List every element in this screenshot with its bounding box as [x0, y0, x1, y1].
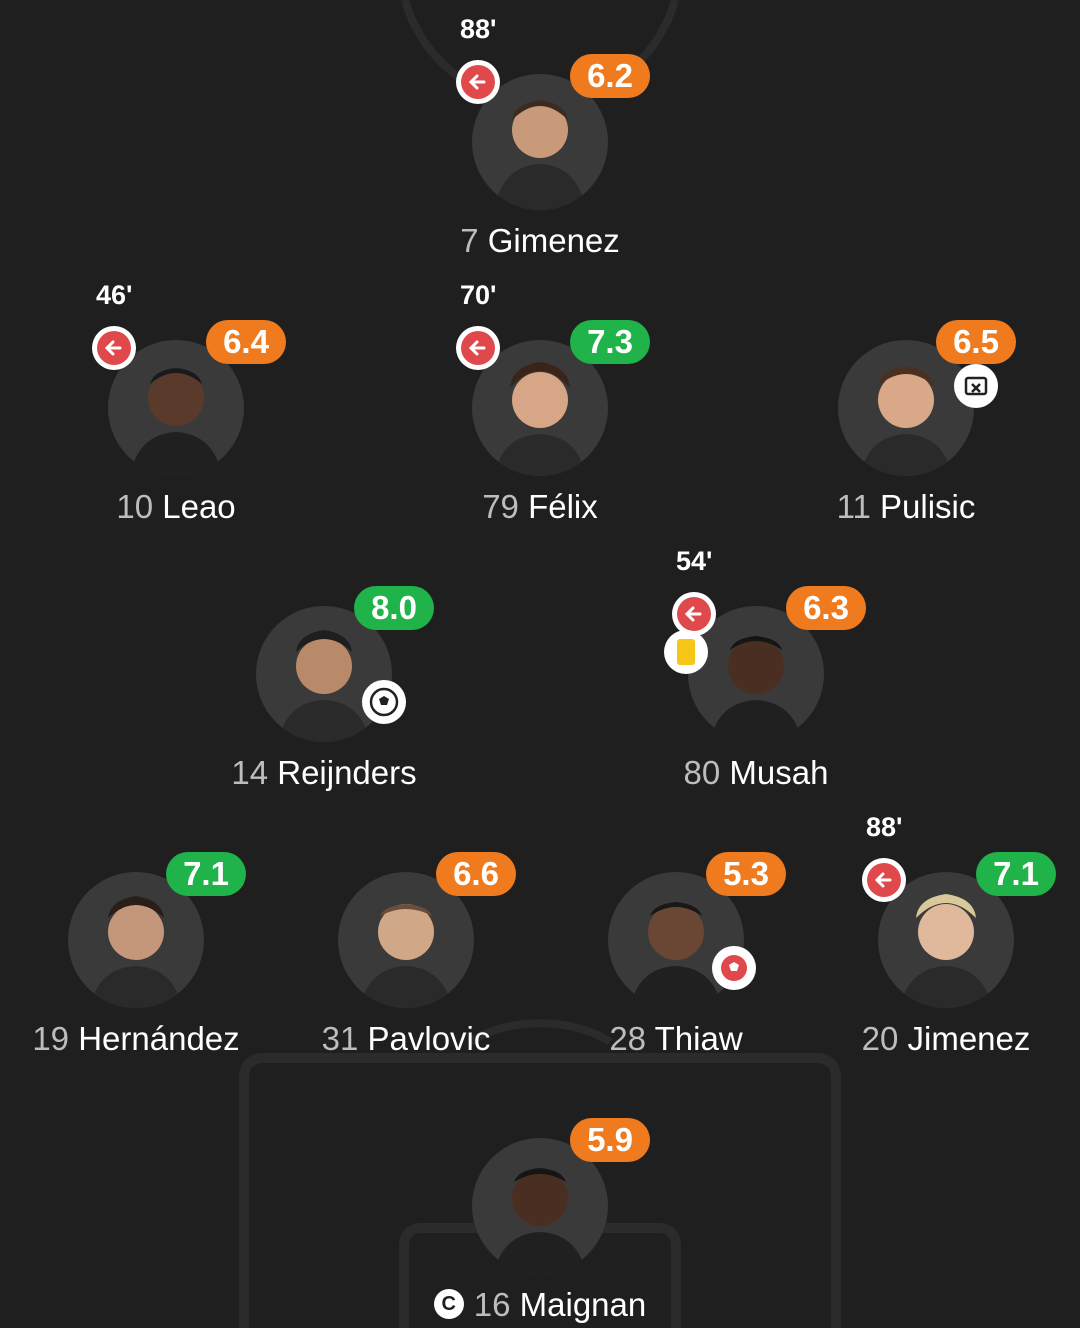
sub-time: 54' [676, 546, 713, 576]
player-number: 28 [609, 1020, 647, 1057]
player-label: 79 Félix [360, 488, 720, 526]
player-maignan[interactable]: 5.9 C 16 Maignan [400, 1078, 680, 1323]
player-thiaw[interactable]: 5.3 28 Thiaw [536, 812, 816, 1057]
player-number: 10 [116, 488, 154, 525]
rating-badge: 5.9 [570, 1118, 650, 1162]
rating-badge: 6.4 [206, 320, 286, 364]
player-number: 20 [861, 1020, 899, 1057]
sub-time: 88' [866, 812, 903, 842]
substitution-out-icon [92, 326, 136, 370]
player-jimenez[interactable]: 88' 7.1 20 Jimenez [806, 812, 1080, 1057]
player-avatar [688, 606, 824, 742]
rating-badge: 7.3 [570, 320, 650, 364]
player-hernandez[interactable]: 7.1 19 Hernández [0, 812, 276, 1057]
player-name: Musah [729, 754, 829, 791]
sub-time: 46' [96, 280, 133, 310]
player-avatar [256, 606, 392, 742]
player-felix[interactable]: 70' 7.3 79 Félix [400, 280, 680, 525]
player-name: Thiaw [654, 1020, 743, 1057]
player-name: Leao [162, 488, 236, 525]
sub-time: 88' [460, 14, 497, 44]
player-name: Hernández [78, 1020, 240, 1057]
player-number: 7 [460, 222, 479, 259]
yellow-card-icon [664, 630, 708, 674]
player-number: 31 [321, 1020, 359, 1057]
player-avatar [472, 1138, 608, 1274]
rating-badge: 6.5 [936, 320, 1016, 364]
player-name: Reijnders [277, 754, 417, 791]
player-name: Pavlovic [367, 1020, 491, 1057]
player-number: 19 [32, 1020, 70, 1057]
player-label: 11 Pulisic [726, 488, 1080, 526]
player-label: 19 Hernández [0, 1020, 316, 1058]
player-name: Félix [528, 488, 598, 525]
sub-time: 70' [460, 280, 497, 310]
player-leao[interactable]: 46' 6.4 10 Leao [36, 280, 316, 525]
player-name: Gimenez [487, 222, 620, 259]
rating-badge: 8.0 [354, 586, 434, 630]
player-name: Pulisic [880, 488, 976, 525]
rating-badge: 5.3 [706, 852, 786, 896]
player-label: 14 Reijnders [144, 754, 504, 792]
player-label: 80 Musah [576, 754, 936, 792]
rating-badge: 7.1 [976, 852, 1056, 896]
player-label: C 16 Maignan [360, 1286, 720, 1324]
player-label: 28 Thiaw [496, 1020, 856, 1058]
player-number: 11 [836, 488, 871, 525]
player-number: 14 [231, 754, 269, 791]
substitution-out-icon [672, 592, 716, 636]
missed-chance-icon [954, 364, 998, 408]
player-name: Jimenez [907, 1020, 1031, 1057]
player-reijnders[interactable]: 8.0 14 Reijnders [184, 546, 464, 791]
player-name: Maignan [519, 1286, 647, 1323]
goal-icon [362, 680, 406, 724]
player-label: 7 Gimenez [360, 222, 720, 260]
player-label: 20 Jimenez [766, 1020, 1080, 1058]
player-pulisic[interactable]: 6.5 11 Pulisic [766, 280, 1046, 525]
player-number: 80 [683, 754, 721, 791]
substitution-out-icon [456, 326, 500, 370]
rating-badge: 6.2 [570, 54, 650, 98]
player-gimenez[interactable]: 88' 6.2 7 Gimenez [400, 14, 680, 259]
rating-badge: 6.6 [436, 852, 516, 896]
player-label: 10 Leao [0, 488, 356, 526]
player-label: 31 Pavlovic [226, 1020, 586, 1058]
player-musah[interactable]: 54' 6.3 80 Musah [616, 546, 896, 791]
player-number: 79 [482, 488, 519, 525]
player-number: 16 [473, 1286, 511, 1323]
player-pavlovic[interactable]: 6.6 31 Pavlovic [266, 812, 546, 1057]
rating-badge: 6.3 [786, 586, 866, 630]
captain-icon: C [433, 1289, 464, 1320]
rating-badge: 7.1 [166, 852, 246, 896]
substitution-out-icon [862, 858, 906, 902]
own-goal-icon [712, 946, 756, 990]
substitution-out-icon [456, 60, 500, 104]
